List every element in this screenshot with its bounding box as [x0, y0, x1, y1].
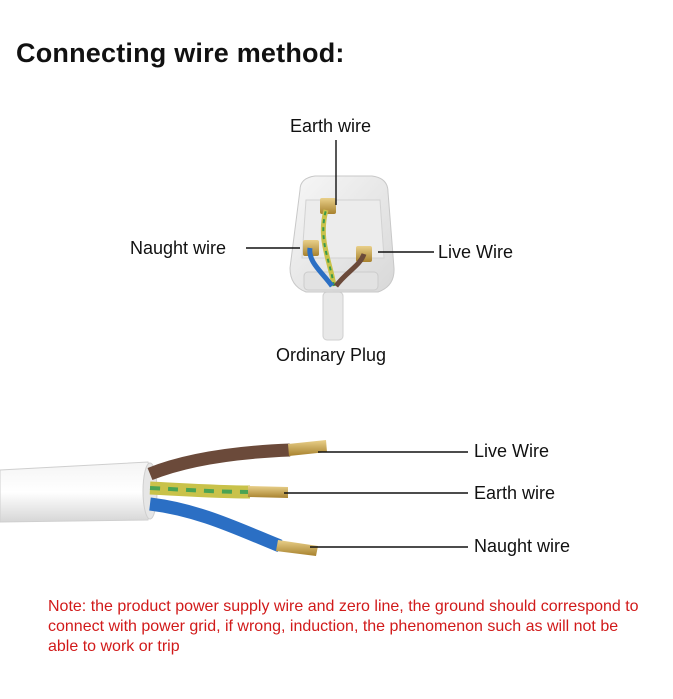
- ordinary-plug: [289, 175, 395, 341]
- cable-live-label: Live Wire: [474, 441, 550, 461]
- plug-earth-label: Earth wire: [290, 116, 372, 136]
- warning-note: Note: the product power supply wire and …: [48, 598, 639, 655]
- plug-caption: Ordinary Plug: [276, 345, 387, 365]
- plug-naught-label: Naught wire: [130, 238, 227, 258]
- cable-earth-label: Earth wire: [474, 483, 556, 503]
- three-core-cable: [0, 440, 327, 556]
- leader-lines: [246, 140, 468, 548]
- page-title: Connecting wire method:: [16, 38, 345, 68]
- plug-live-label: Live Wire: [438, 242, 514, 262]
- cable-naught-label: Naught wire: [474, 536, 571, 556]
